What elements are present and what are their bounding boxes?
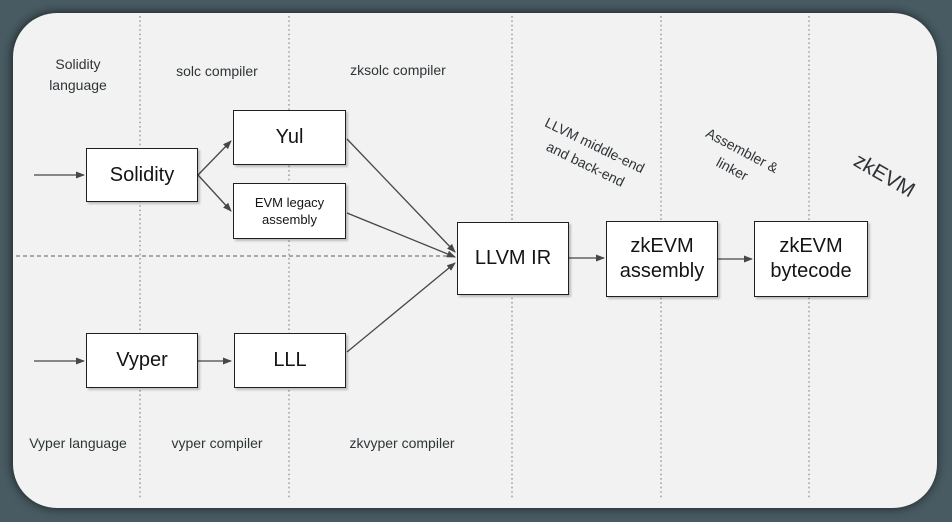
edge-evm-legacy-to-llvm-ir: [346, 212, 456, 258]
node-zkevm-assembly: zkEVM assembly: [606, 221, 718, 297]
node-zkevm-bytecode: zkEVM bytecode: [754, 221, 868, 297]
node-evm-legacy-assembly: EVM legacy assembly: [233, 183, 346, 239]
lane-label-vyper-language: Vyper language: [29, 435, 127, 451]
lane-label-zksolc-compiler: zksolc compiler: [350, 62, 446, 78]
edge-lll-to-llvm-ir: [346, 262, 456, 353]
edge-solidity-to-yul: [197, 140, 232, 176]
node-lll: LLL: [234, 333, 346, 388]
lane-label-solidity-language: Solidity language: [49, 56, 107, 93]
node-yul: Yul: [233, 110, 346, 165]
edge-yul-to-llvm-ir: [346, 138, 456, 253]
lane-label-vyper-compiler: vyper compiler: [171, 435, 263, 451]
node-solidity: Solidity: [86, 148, 198, 202]
edge-solidity-to-evm-legacy: [197, 174, 232, 212]
node-vyper: Vyper: [86, 333, 198, 388]
lane-label-zkvyper-compiler: zkvyper compiler: [349, 435, 455, 451]
node-llvm-ir: LLVM IR: [457, 222, 569, 295]
lane-label-solc-compiler: solc compiler: [176, 63, 258, 79]
